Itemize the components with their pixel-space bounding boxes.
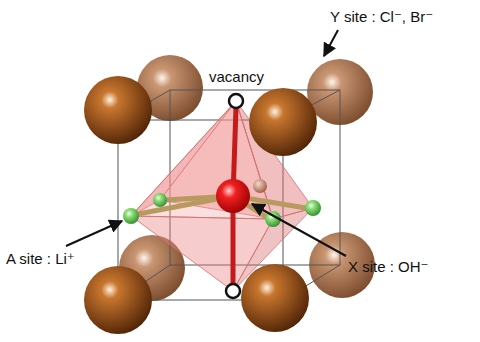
y-site-atom [84, 266, 152, 334]
site-label: X site : OH⁻ [348, 258, 428, 276]
x-site-atom [216, 179, 250, 213]
a-site-atom [305, 200, 321, 216]
a-site-atom [153, 193, 167, 207]
h-atom [253, 179, 267, 193]
vacancy-site [229, 94, 243, 108]
y-site-atom [84, 76, 152, 144]
site-label: A site : Li⁺ [6, 250, 75, 268]
vacancy-site [226, 284, 240, 298]
a-site-atom [123, 208, 139, 224]
leader-arrows [66, 30, 346, 256]
y-site-atom [241, 264, 309, 332]
site-label: Y site : Cl⁻, Br⁻ [330, 8, 433, 26]
vacancy-label: vacancy [209, 68, 264, 86]
y-site-atom [249, 88, 317, 156]
